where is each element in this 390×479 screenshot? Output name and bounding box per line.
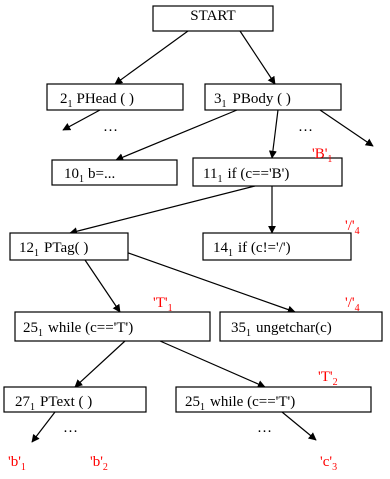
node-10-box [51, 159, 178, 186]
annotation-slash4-b: '/'4 [345, 295, 360, 314]
annotation-b1: 'B'1 [312, 146, 332, 165]
node-start: START [152, 5, 274, 32]
node-25a-box [14, 311, 211, 342]
edge-pbody-ellipsis [319, 109, 374, 147]
node-phead-box [46, 83, 184, 111]
edge-n11-n12 [69, 185, 256, 236]
node-11-box [192, 157, 343, 187]
edge-phead-ellipsis [62, 109, 101, 131]
node-start-box [152, 5, 274, 32]
edge-n27-ellipsis [31, 411, 56, 443]
node-start-label: START [190, 8, 235, 24]
ellipsis-ptext: … [63, 420, 78, 436]
node-pbody-box [204, 83, 342, 111]
ellipsis-pbody: … [298, 119, 313, 135]
annotation-b1-leaf: 'b'1 [8, 454, 26, 473]
edge-n25b-ellipsis [281, 411, 317, 441]
annotation-b2-leaf: 'b'2 [90, 454, 108, 473]
edges [31, 30, 374, 443]
annotation-t2: 'T'2 [318, 369, 338, 388]
node-27-box [3, 386, 147, 413]
edge-pbody-n11 [268, 109, 279, 159]
ellipsis-phead: … [103, 119, 118, 135]
node-14-box [202, 232, 352, 261]
edge-pbody-n10 [115, 109, 238, 161]
annotations: 'B'1 '/'4 'T'1 '/'4 'T'2 'b'1 'b'2 'c'3 [8, 146, 360, 473]
edge-n25a-n25b [159, 340, 266, 388]
node-12-box [9, 232, 129, 261]
edge-start-pbody [239, 30, 276, 85]
annotation-slash4-a: '/'4 [345, 218, 360, 237]
edge-n12-n35 [119, 249, 296, 314]
ellipsis-while: … [257, 420, 272, 436]
edge-n25a-n27 [74, 340, 126, 388]
annotation-t1: 'T'1 [153, 295, 173, 314]
edge-n12-n25a [84, 259, 121, 313]
node-25b-box [175, 386, 372, 413]
annotation-c3-leaf: 'c'3 [320, 454, 337, 473]
edge-start-phead [114, 30, 189, 85]
node-35-box [219, 311, 383, 342]
